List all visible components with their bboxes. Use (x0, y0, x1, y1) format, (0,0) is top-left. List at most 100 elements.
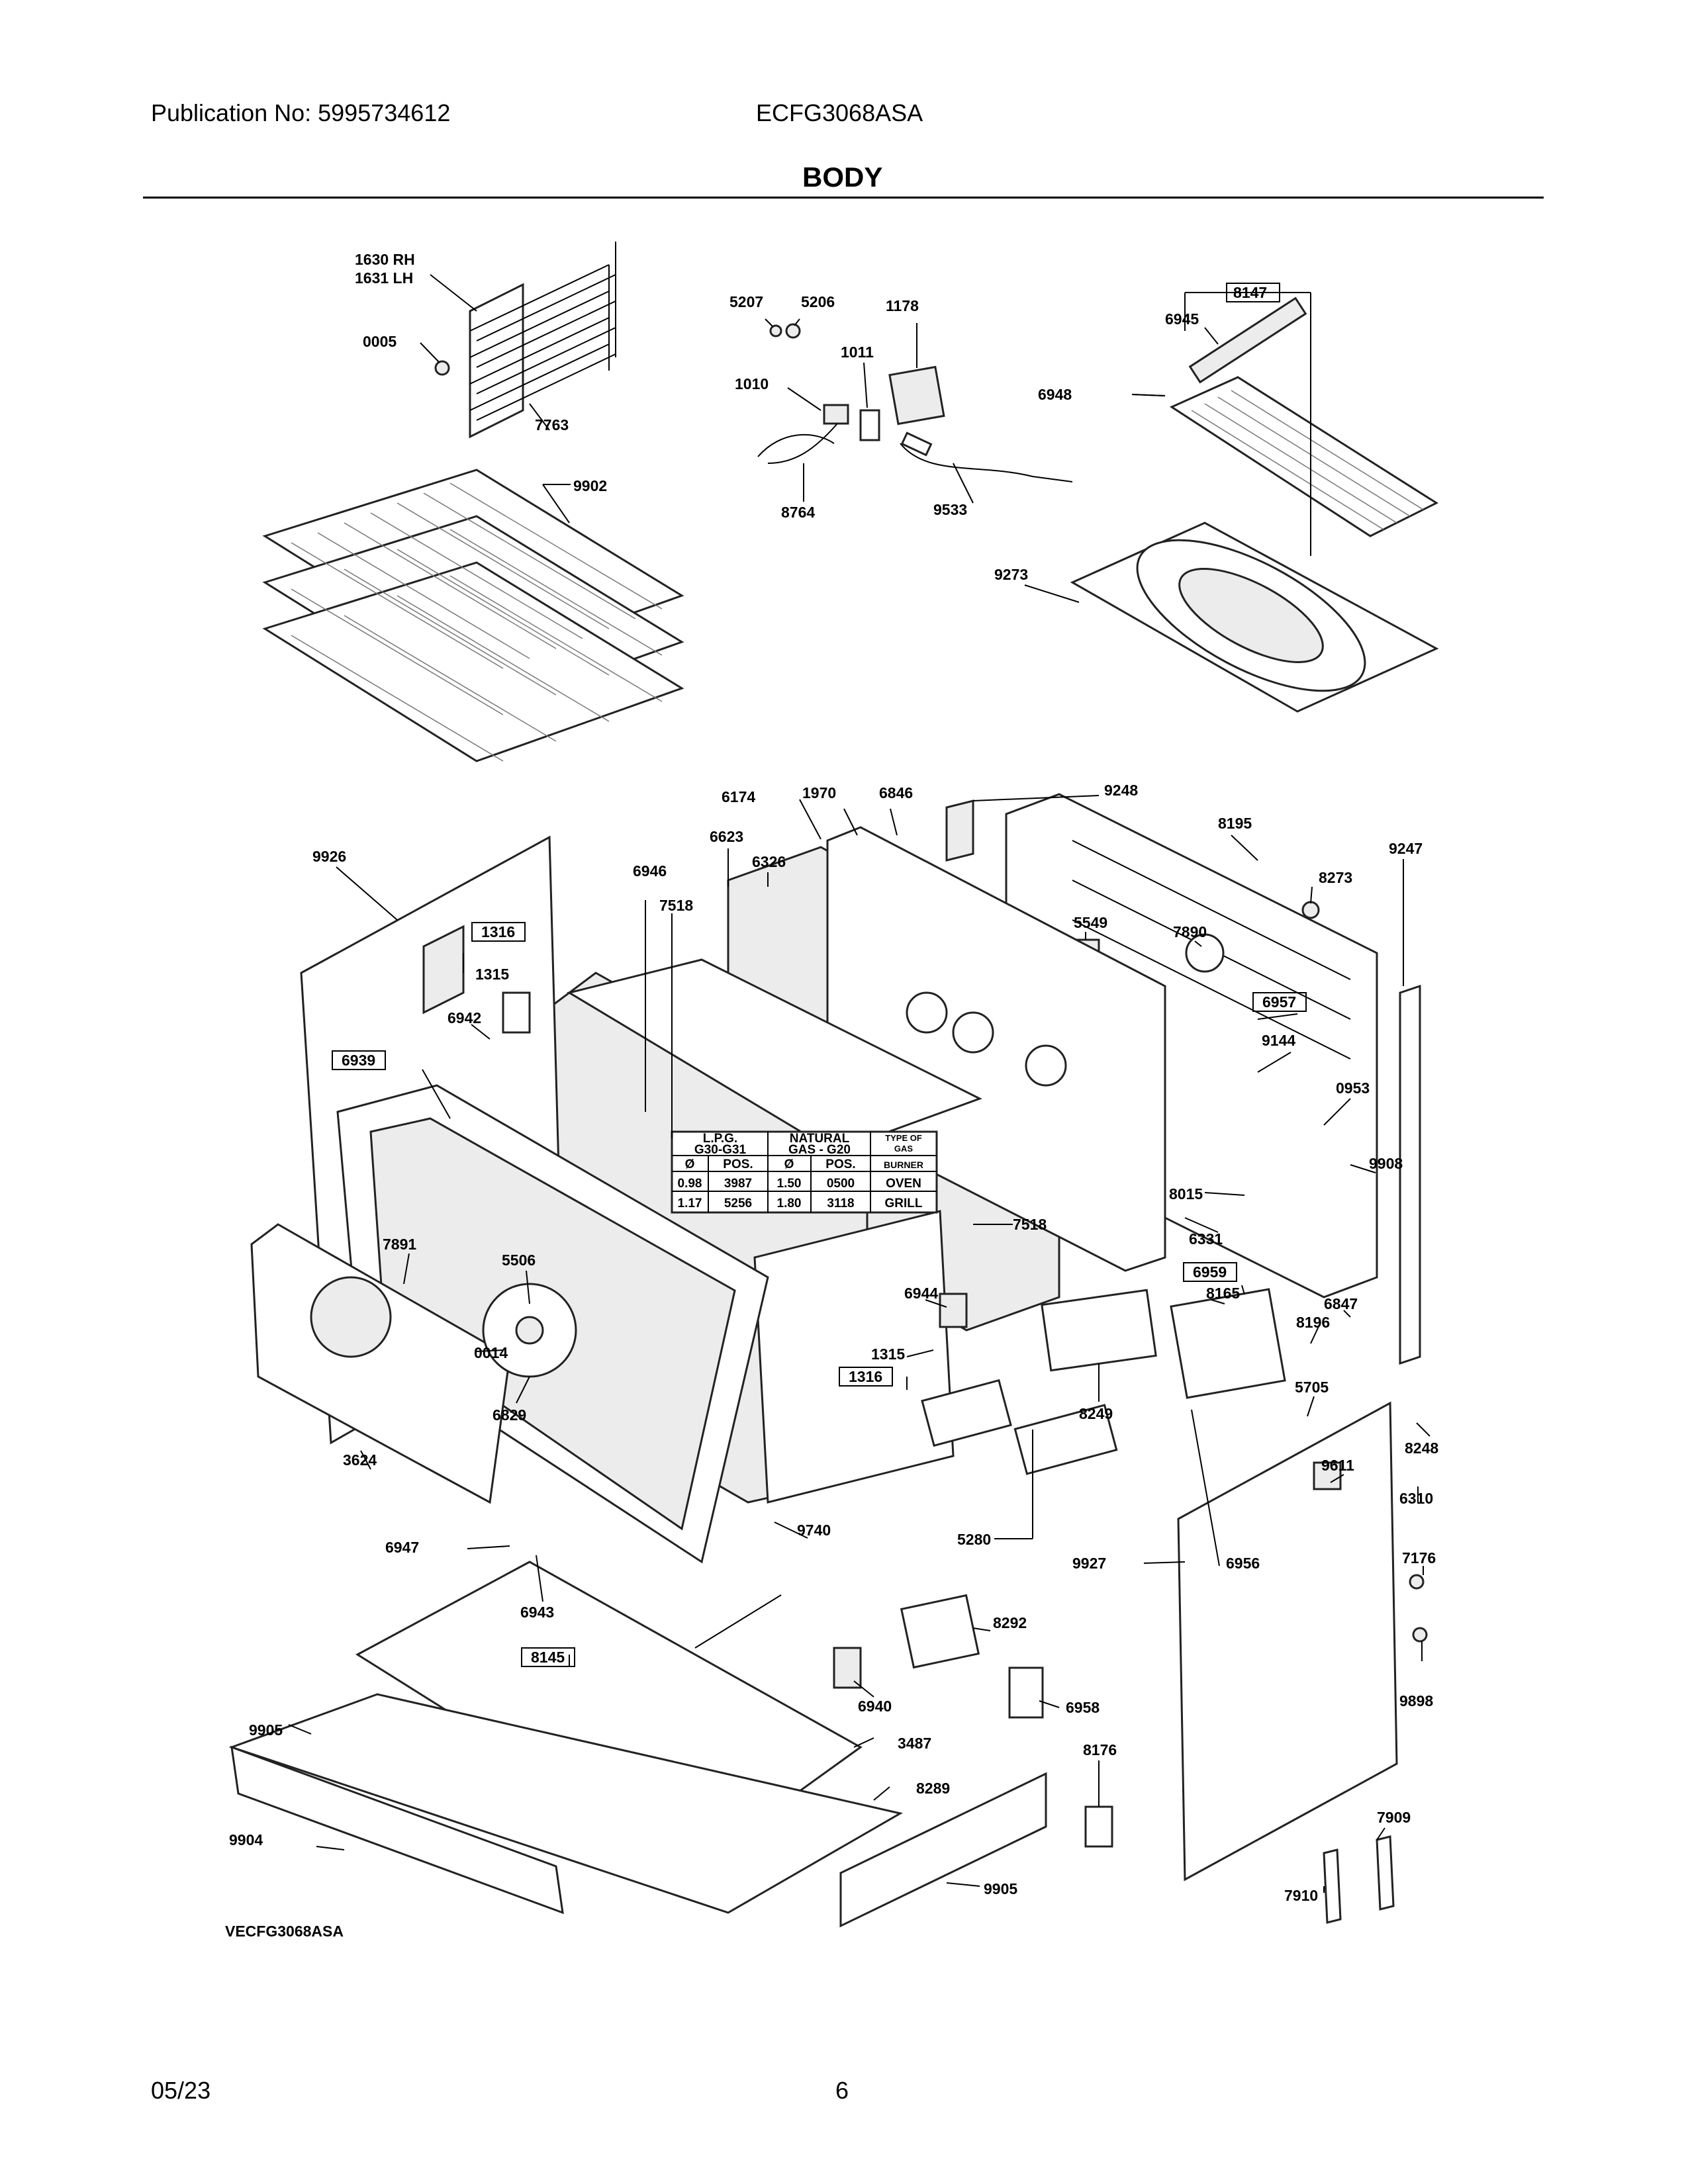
part-label-0005: 0005 (363, 333, 397, 350)
part-label-6957: 6957 (1262, 993, 1296, 1011)
part-label-8248: 8248 (1405, 1439, 1438, 1457)
part-label-1970: 1970 (802, 784, 836, 801)
part-label-7518-lower: 7518 (1013, 1216, 1047, 1233)
part-label-6939: 6939 (342, 1052, 375, 1069)
part-label-1010: 1010 (735, 375, 769, 392)
part-label-1315-upper: 1315 (475, 966, 509, 983)
oven-door (250, 1223, 577, 1504)
gas-table-header-lpg-1: L.P.G. (703, 1132, 737, 1146)
part-label-6958: 6958 (1066, 1699, 1100, 1716)
part-label-8195: 8195 (1218, 815, 1252, 832)
part-label-1178: 1178 (886, 297, 919, 314)
part-label-8273: 8273 (1319, 869, 1352, 886)
rack-support-rails (434, 242, 616, 439)
part-label-3624: 3624 (343, 1451, 377, 1469)
gas-table-sub-ng-dia: Ø (784, 1158, 794, 1171)
part-label-9144: 9144 (1262, 1032, 1295, 1049)
part-label-9908: 9908 (1369, 1155, 1403, 1172)
part-label-6940: 6940 (858, 1698, 892, 1715)
part-label-0014: 0014 (474, 1344, 508, 1361)
oven-bottom (228, 1561, 1047, 1928)
part-label-6943: 6943 (520, 1604, 554, 1621)
gas-table-cell: OVEN (886, 1177, 921, 1191)
convection-parts (921, 1288, 1286, 1475)
right-side-panel (1177, 1401, 1398, 1882)
part-label-5506: 5506 (502, 1251, 536, 1269)
part-label-6946: 6946 (633, 862, 667, 880)
gas-table-header-type-1: TYPE OF (885, 1133, 922, 1143)
part-label-8292: 8292 (993, 1614, 1027, 1631)
footer-date: 05/23 (151, 2077, 211, 2104)
part-label-6829: 6829 (492, 1406, 526, 1424)
part-label-6310: 6310 (1399, 1490, 1433, 1507)
part-label-0953: 0953 (1336, 1079, 1370, 1097)
part-label-9926: 9926 (312, 848, 346, 865)
section-title: BODY (802, 161, 883, 193)
burner-baffle (1070, 522, 1439, 713)
footer-page-number: 6 (835, 2077, 849, 2104)
part-label-9905-right: 9905 (984, 1880, 1017, 1897)
header-rule (143, 197, 1544, 199)
model-number: ECFG3068ASA (756, 99, 923, 126)
part-label-7176: 7176 (1402, 1549, 1436, 1567)
part-label-1315-lower: 1315 (871, 1345, 905, 1363)
part-label-9740: 9740 (797, 1522, 831, 1539)
part-callouts: 1630 RH 1631 LH 0005 7763 9902 5207 5206… (225, 251, 1438, 1940)
part-label-7909: 7909 (1377, 1809, 1411, 1826)
part-label-9927: 9927 (1072, 1555, 1106, 1572)
gas-orifice-table: L.P.G. G30-G31 NATURAL GAS - G20 TYPE OF… (671, 1130, 938, 1214)
part-label-1631: 1631 LH (355, 269, 413, 287)
part-label-6331: 6331 (1189, 1230, 1223, 1248)
part-label-6942: 6942 (447, 1009, 481, 1026)
gas-table-sub-burner: BURNER (884, 1160, 923, 1170)
part-label-6326: 6326 (752, 853, 786, 870)
gas-table-cell: 1.50 (777, 1177, 802, 1191)
part-label-6846: 6846 (879, 784, 913, 801)
gas-table-header-ng-2: GAS - G20 (788, 1143, 851, 1157)
part-label-8289: 8289 (916, 1780, 950, 1797)
part-label-1630: 1630 RH (355, 251, 415, 268)
part-label-7518-upper: 7518 (659, 897, 693, 914)
part-label-6945: 6945 (1165, 310, 1199, 328)
broil-burner-assembly (1131, 296, 1439, 537)
part-label-5280: 5280 (957, 1531, 991, 1548)
igniter-parts (757, 323, 1073, 482)
part-label-7763: 7763 (535, 416, 569, 433)
gas-table-header-lpg-2: G30-G31 (694, 1143, 747, 1157)
part-label-5549: 5549 (1074, 914, 1107, 931)
part-label-8165: 8165 (1206, 1285, 1240, 1302)
gas-table-sub-lpg-dia: Ø (685, 1158, 695, 1171)
part-label-6947: 6947 (385, 1539, 419, 1556)
part-label-8764: 8764 (781, 504, 815, 521)
part-label-9898: 9898 (1399, 1692, 1433, 1709)
part-label-8147: 8147 (1233, 284, 1267, 301)
gas-table-sub-ng-pos: POS. (825, 1158, 855, 1171)
leader-lines (288, 274, 1430, 1893)
gas-table-cell: 1.17 (678, 1197, 702, 1210)
callout-boxes (332, 283, 1307, 1667)
part-label-8249: 8249 (1079, 1405, 1113, 1422)
gas-table-cell: 5256 (724, 1197, 752, 1210)
part-label-9904: 9904 (229, 1831, 263, 1848)
gas-table-cell: 3987 (724, 1177, 752, 1191)
oven-racks (262, 469, 684, 762)
gas-table-cell: 1.80 (777, 1197, 802, 1210)
gas-table-header-type-2: GAS (894, 1144, 914, 1154)
part-label-9247: 9247 (1389, 840, 1423, 857)
part-label-1011: 1011 (841, 343, 874, 361)
part-label-8015: 8015 (1169, 1185, 1203, 1203)
gas-table-cell: 3118 (827, 1197, 854, 1210)
diagram-code: VECFG3068ASA (225, 1923, 344, 1940)
part-label-9902: 9902 (573, 477, 607, 494)
part-label-8176: 8176 (1083, 1741, 1117, 1758)
part-label-6956: 6956 (1226, 1555, 1260, 1572)
part-label-6944: 6944 (904, 1285, 938, 1302)
part-label-7890: 7890 (1173, 923, 1207, 940)
part-label-9273: 9273 (994, 566, 1028, 583)
part-label-7910: 7910 (1284, 1887, 1318, 1904)
part-label-6847: 6847 (1324, 1295, 1358, 1312)
gas-table-cell: 0.98 (678, 1177, 702, 1191)
part-label-3487: 3487 (898, 1735, 931, 1752)
part-label-9533: 9533 (933, 501, 967, 518)
